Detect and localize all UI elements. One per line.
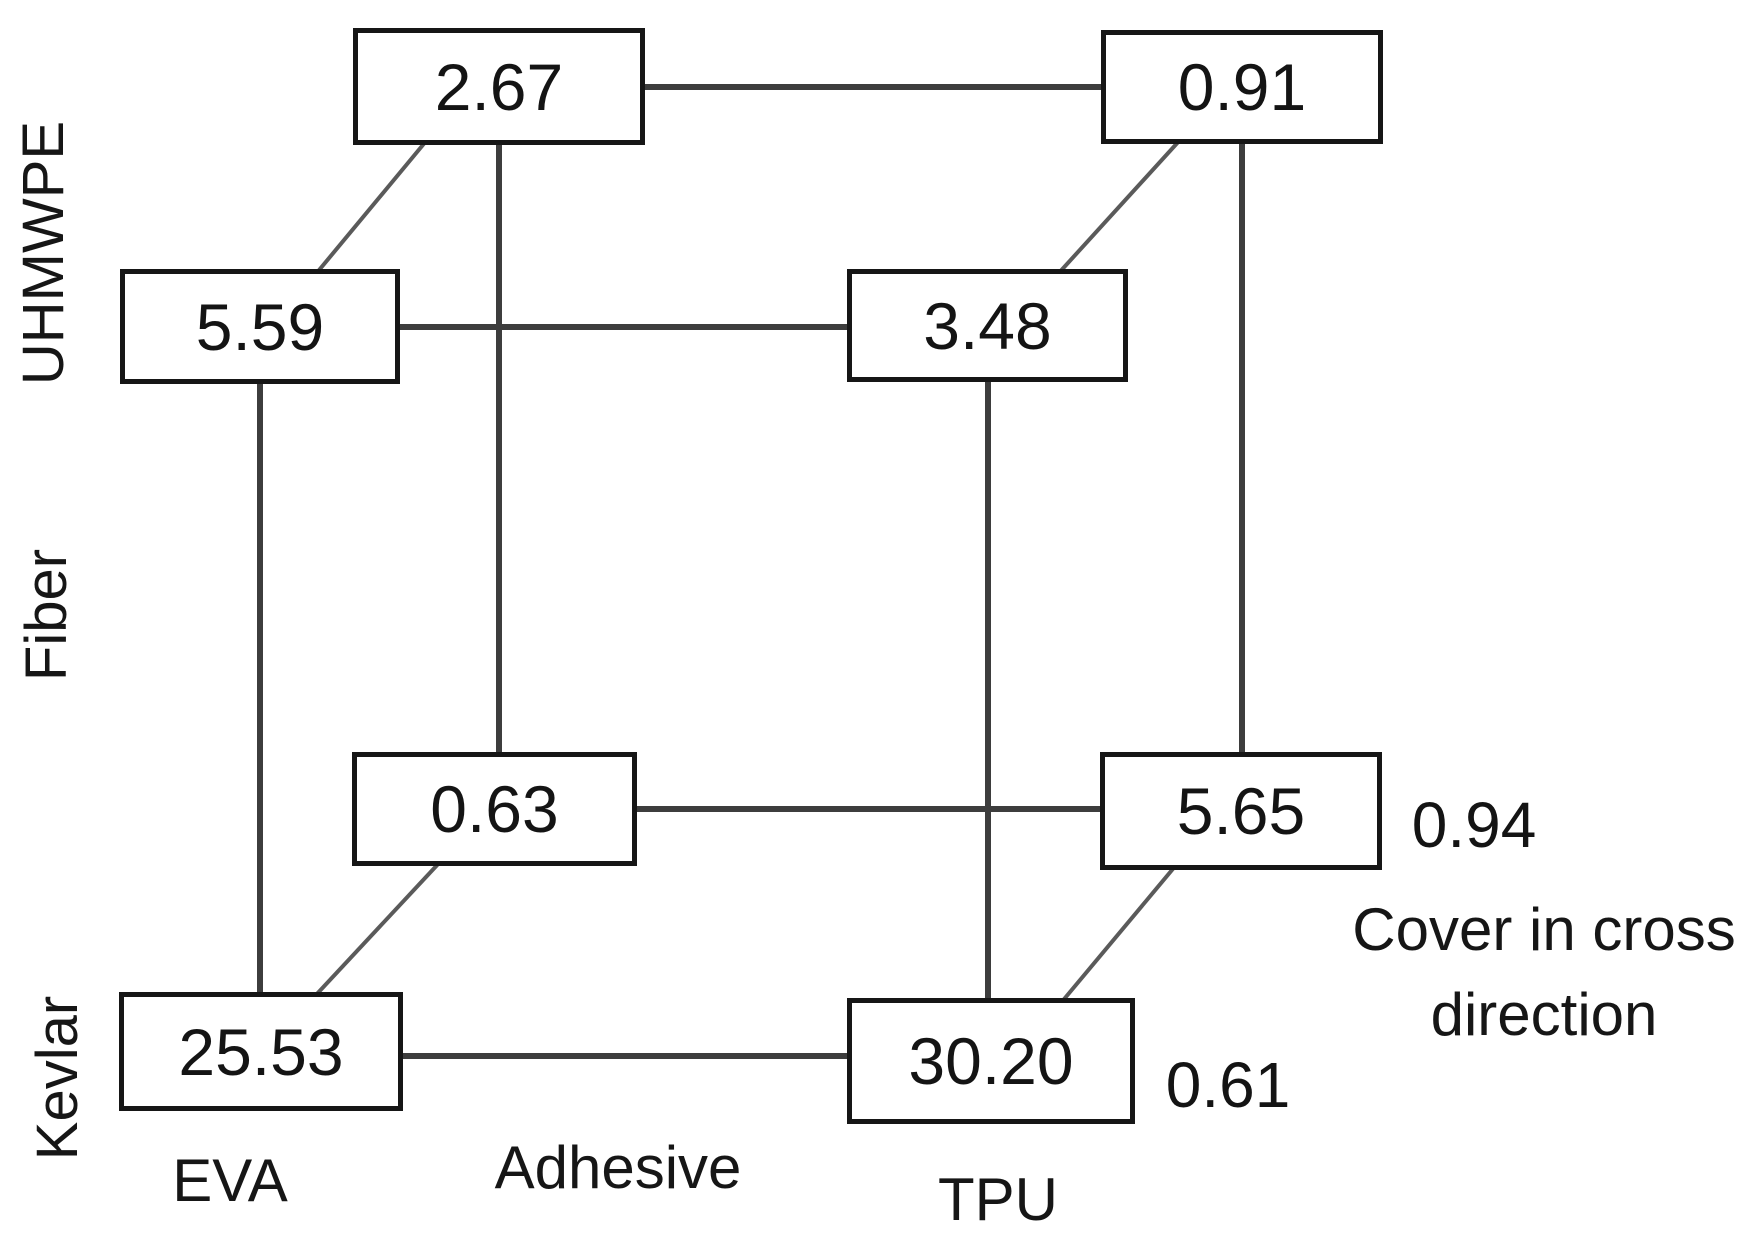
y-axis-title: Fiber [14,548,80,682]
corner-box-kevlar-tpu-094: 5.65 [1100,752,1382,870]
corner-box-uhmwpe-tpu-061: 3.48 [847,269,1128,382]
x-axis-high-label: TPU [938,1166,1058,1233]
corner-value: 3.48 [923,288,1052,363]
corner-value: 25.53 [178,1014,344,1089]
z-axis-high-label: 0.94 [1411,789,1537,861]
corner-value: 2.67 [434,49,564,124]
x-axis-title: Adhesive [494,1134,742,1201]
corner-box-kevlar-eva-094: 0.63 [352,752,637,866]
corner-box-uhmwpe-eva-061: 5.59 [120,269,400,384]
edge-depth-bottom-right [1058,862,1179,1006]
corner-box-uhmwpe-eva-094: 2.67 [353,28,645,145]
z-axis-low-label: 0.61 [1165,1049,1291,1121]
corner-box-kevlar-eva-061: 25.53 [119,992,403,1111]
corner-value: 0.63 [430,772,559,846]
corner-value: 0.91 [1177,50,1307,124]
z-axis-title: Cover in cross direction [1352,895,1736,1048]
y-axis-high-label: UHMWPE [11,120,77,386]
corner-value: 30.20 [908,1024,1074,1098]
edge-depth-top-right [1055,138,1182,277]
y-axis-low-label: Kevlar [25,995,91,1161]
edge-depth-top-left [313,138,429,277]
corner-box-kevlar-tpu-061: 30.20 [847,998,1135,1124]
edge-depth-bottom-left [313,860,442,998]
corner-value: 5.65 [1176,774,1306,848]
x-axis-low-label: EVA [172,1147,288,1214]
corner-value: 5.59 [195,289,325,364]
corner-box-uhmwpe-tpu-094: 0.91 [1101,30,1383,144]
